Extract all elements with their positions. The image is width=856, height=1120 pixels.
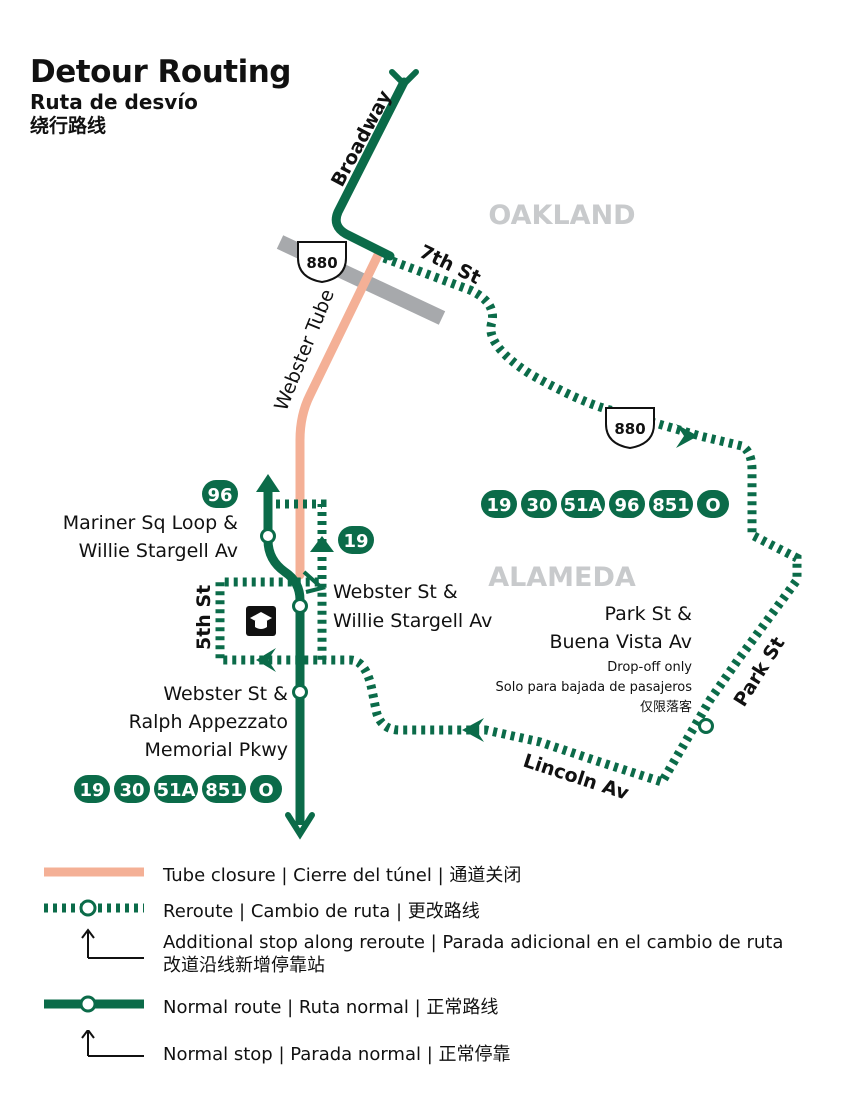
route-badge-19: 19: [486, 495, 511, 516]
stop-marker-park-buena: [698, 718, 714, 734]
reroute-arrow-north-19-icon: [310, 536, 334, 552]
stop-label-webster-willie: Webster St & Willie Stargell Av: [333, 581, 492, 632]
junction-arrow-icon: [302, 570, 327, 594]
reroute-lines: [215, 253, 802, 788]
street-label-lincoln: Lincoln Av: [520, 750, 632, 805]
legend-normal-stop: Normal stop | Parada normal | 正常停靠: [42, 1030, 822, 1070]
legend-additional-stop: Additional stop along reroute | Parada a…: [42, 926, 822, 982]
svg-text:Solo para bajada de pasajeros: Solo para bajada de pasajeros: [496, 680, 693, 695]
stop-note-drop-off: Drop-off only Solo para bajada de pasaje…: [496, 660, 693, 715]
title-block: Detour Routing Ruta de desvío 绕行路线: [30, 54, 291, 138]
route-badge-north: 19: [338, 526, 374, 554]
svg-text:Buena Vista Av: Buena Vista Av: [549, 631, 692, 653]
reroute-arrow-east-icon: [676, 424, 698, 448]
svg-text:仅限落客: 仅限落客: [640, 699, 692, 715]
route-badge-bg: [250, 775, 282, 803]
route-badge-bg: [697, 490, 729, 518]
svg-text:Webster St &: Webster St &: [163, 683, 288, 705]
route-badge-51a: 51A: [157, 780, 196, 801]
route-badge-bg: [114, 775, 150, 803]
tube-closure-line: [295, 250, 383, 580]
normal-route-webster: [263, 490, 305, 825]
svg-text:Drop-off only: Drop-off only: [607, 660, 692, 675]
svg-text:Ralph Appezzato: Ralph Appezzato: [129, 711, 288, 733]
legend-additional-stop-swatch: [81, 928, 144, 959]
reroute-arrow-5th-icon: [256, 648, 276, 672]
legend-reroute: Reroute | Cambio de ruta | 更改路线: [42, 890, 822, 930]
stop-marker-webster-willie: [292, 598, 308, 614]
stop-label-webster-ralph: Webster St & Ralph Appezzato Memorial Pk…: [129, 683, 289, 761]
route-badge-96: 96: [207, 485, 232, 506]
svg-text:Willie Stargell Av: Willie Stargell Av: [79, 540, 238, 562]
stop-marker-mariner: [260, 528, 276, 544]
route-badge-30: 30: [526, 495, 551, 516]
street-label-7th: 7th St: [416, 241, 484, 289]
svg-text:Webster St &: Webster St &: [333, 581, 458, 603]
route-badge-19: 19: [343, 531, 368, 552]
svg-text:880: 880: [306, 254, 337, 272]
legend-tube-closure-label: Tube closure | Cierre del túnel | 通道关闭: [163, 865, 522, 886]
legend-normal-route-label: Normal route | Ruta normal | 正常路线: [163, 997, 499, 1018]
school-icon: [246, 606, 276, 636]
legend-normal-stop-label: Normal stop | Parada normal | 正常停靠: [163, 1044, 511, 1065]
stop-marker-webster-ralph: [292, 684, 308, 700]
route-badge-o: O: [705, 495, 720, 516]
route-badge-bg: [338, 526, 374, 554]
highway-880-shield-icon-2: 880: [605, 407, 655, 450]
route-badge-bg: [481, 490, 517, 518]
area-label-alameda: ALAMEDA: [488, 562, 636, 593]
reroute-path-mariner: [276, 499, 327, 582]
legend-reroute-label: Reroute | Cambio de ruta | 更改路线: [163, 901, 480, 922]
highway-880-shield-icon: 880: [297, 241, 347, 284]
route-badge-bg: [154, 775, 198, 803]
stop-label-park-buena: Park St & Buena Vista Av: [549, 603, 692, 653]
route-badge-bg: [74, 775, 110, 803]
route-badge-bg: [561, 490, 605, 518]
legend-reroute-swatch: [44, 899, 144, 917]
map-title: Detour Routing: [30, 54, 291, 90]
svg-text:Memorial Pkwy: Memorial Pkwy: [144, 739, 288, 761]
route-badge-mariner: 96: [202, 480, 238, 508]
legend-additional-stop-line-2: 改道沿线新增停靠站: [163, 955, 325, 976]
route-badge-96: 96: [614, 495, 639, 516]
legend-closure-swatch: [44, 867, 144, 877]
route-badge-851: 851: [205, 780, 243, 801]
south-end-arrow-icon: [285, 812, 315, 840]
reroute-arrow-west-icon: [462, 718, 484, 742]
route-badge-bg: [202, 775, 246, 803]
route-badge-o: O: [258, 780, 273, 801]
route-badge-51a: 51A: [564, 495, 603, 516]
route-badge-30: 30: [119, 780, 144, 801]
normal-route-broadway: [331, 77, 409, 261]
legend-normal-route: Normal route | Ruta normal | 正常路线: [42, 986, 822, 1026]
svg-text:Park St &: Park St &: [605, 603, 693, 625]
street-label-park: Park St: [730, 633, 790, 710]
svg-text:Willie Stargell Av: Willie Stargell Av: [333, 610, 492, 632]
legend-tube-closure: Tube closure | Cierre del túnel | 通道关闭: [42, 854, 822, 894]
north-end-arrow-icon: [389, 69, 419, 89]
legend-normal-stop-swatch: [81, 1030, 144, 1057]
street-label-5th: 5th St: [193, 585, 215, 650]
svg-text:Mariner Sq Loop &: Mariner Sq Loop &: [63, 512, 238, 534]
route-badge-851: 851: [652, 495, 690, 516]
map-title-chinese: 绕行路线: [30, 115, 107, 137]
stop-label-mariner: Mariner Sq Loop & Willie Stargell Av: [63, 512, 238, 562]
area-label-oakland: OAKLAND: [488, 200, 635, 231]
route-badge-bg: [521, 490, 557, 518]
legend-additional-stop-label: Additional stop along reroute | Parada a…: [163, 931, 783, 977]
north-arrow-mariner-icon: [256, 474, 280, 492]
map-title-spanish: Ruta de desvío: [30, 90, 198, 114]
svg-text:880: 880: [614, 420, 645, 438]
legend-additional-stop-line-1: Additional stop along reroute | Parada a…: [163, 932, 784, 953]
route-badge-bg: [202, 480, 238, 508]
route-badge-19: 19: [79, 780, 104, 801]
legend-normal-route-swatch: [44, 995, 144, 1013]
route-badges-normal: 19 30 51A 851 O: [74, 775, 282, 803]
route-badge-bg: [649, 490, 693, 518]
route-badges-reroute: 19 30 51A 96 851 O: [481, 490, 729, 518]
detour-map: OAKLAND ALAMEDA 880 880 Broadway 7th St …: [63, 69, 802, 840]
route-badge-bg: [609, 490, 645, 518]
